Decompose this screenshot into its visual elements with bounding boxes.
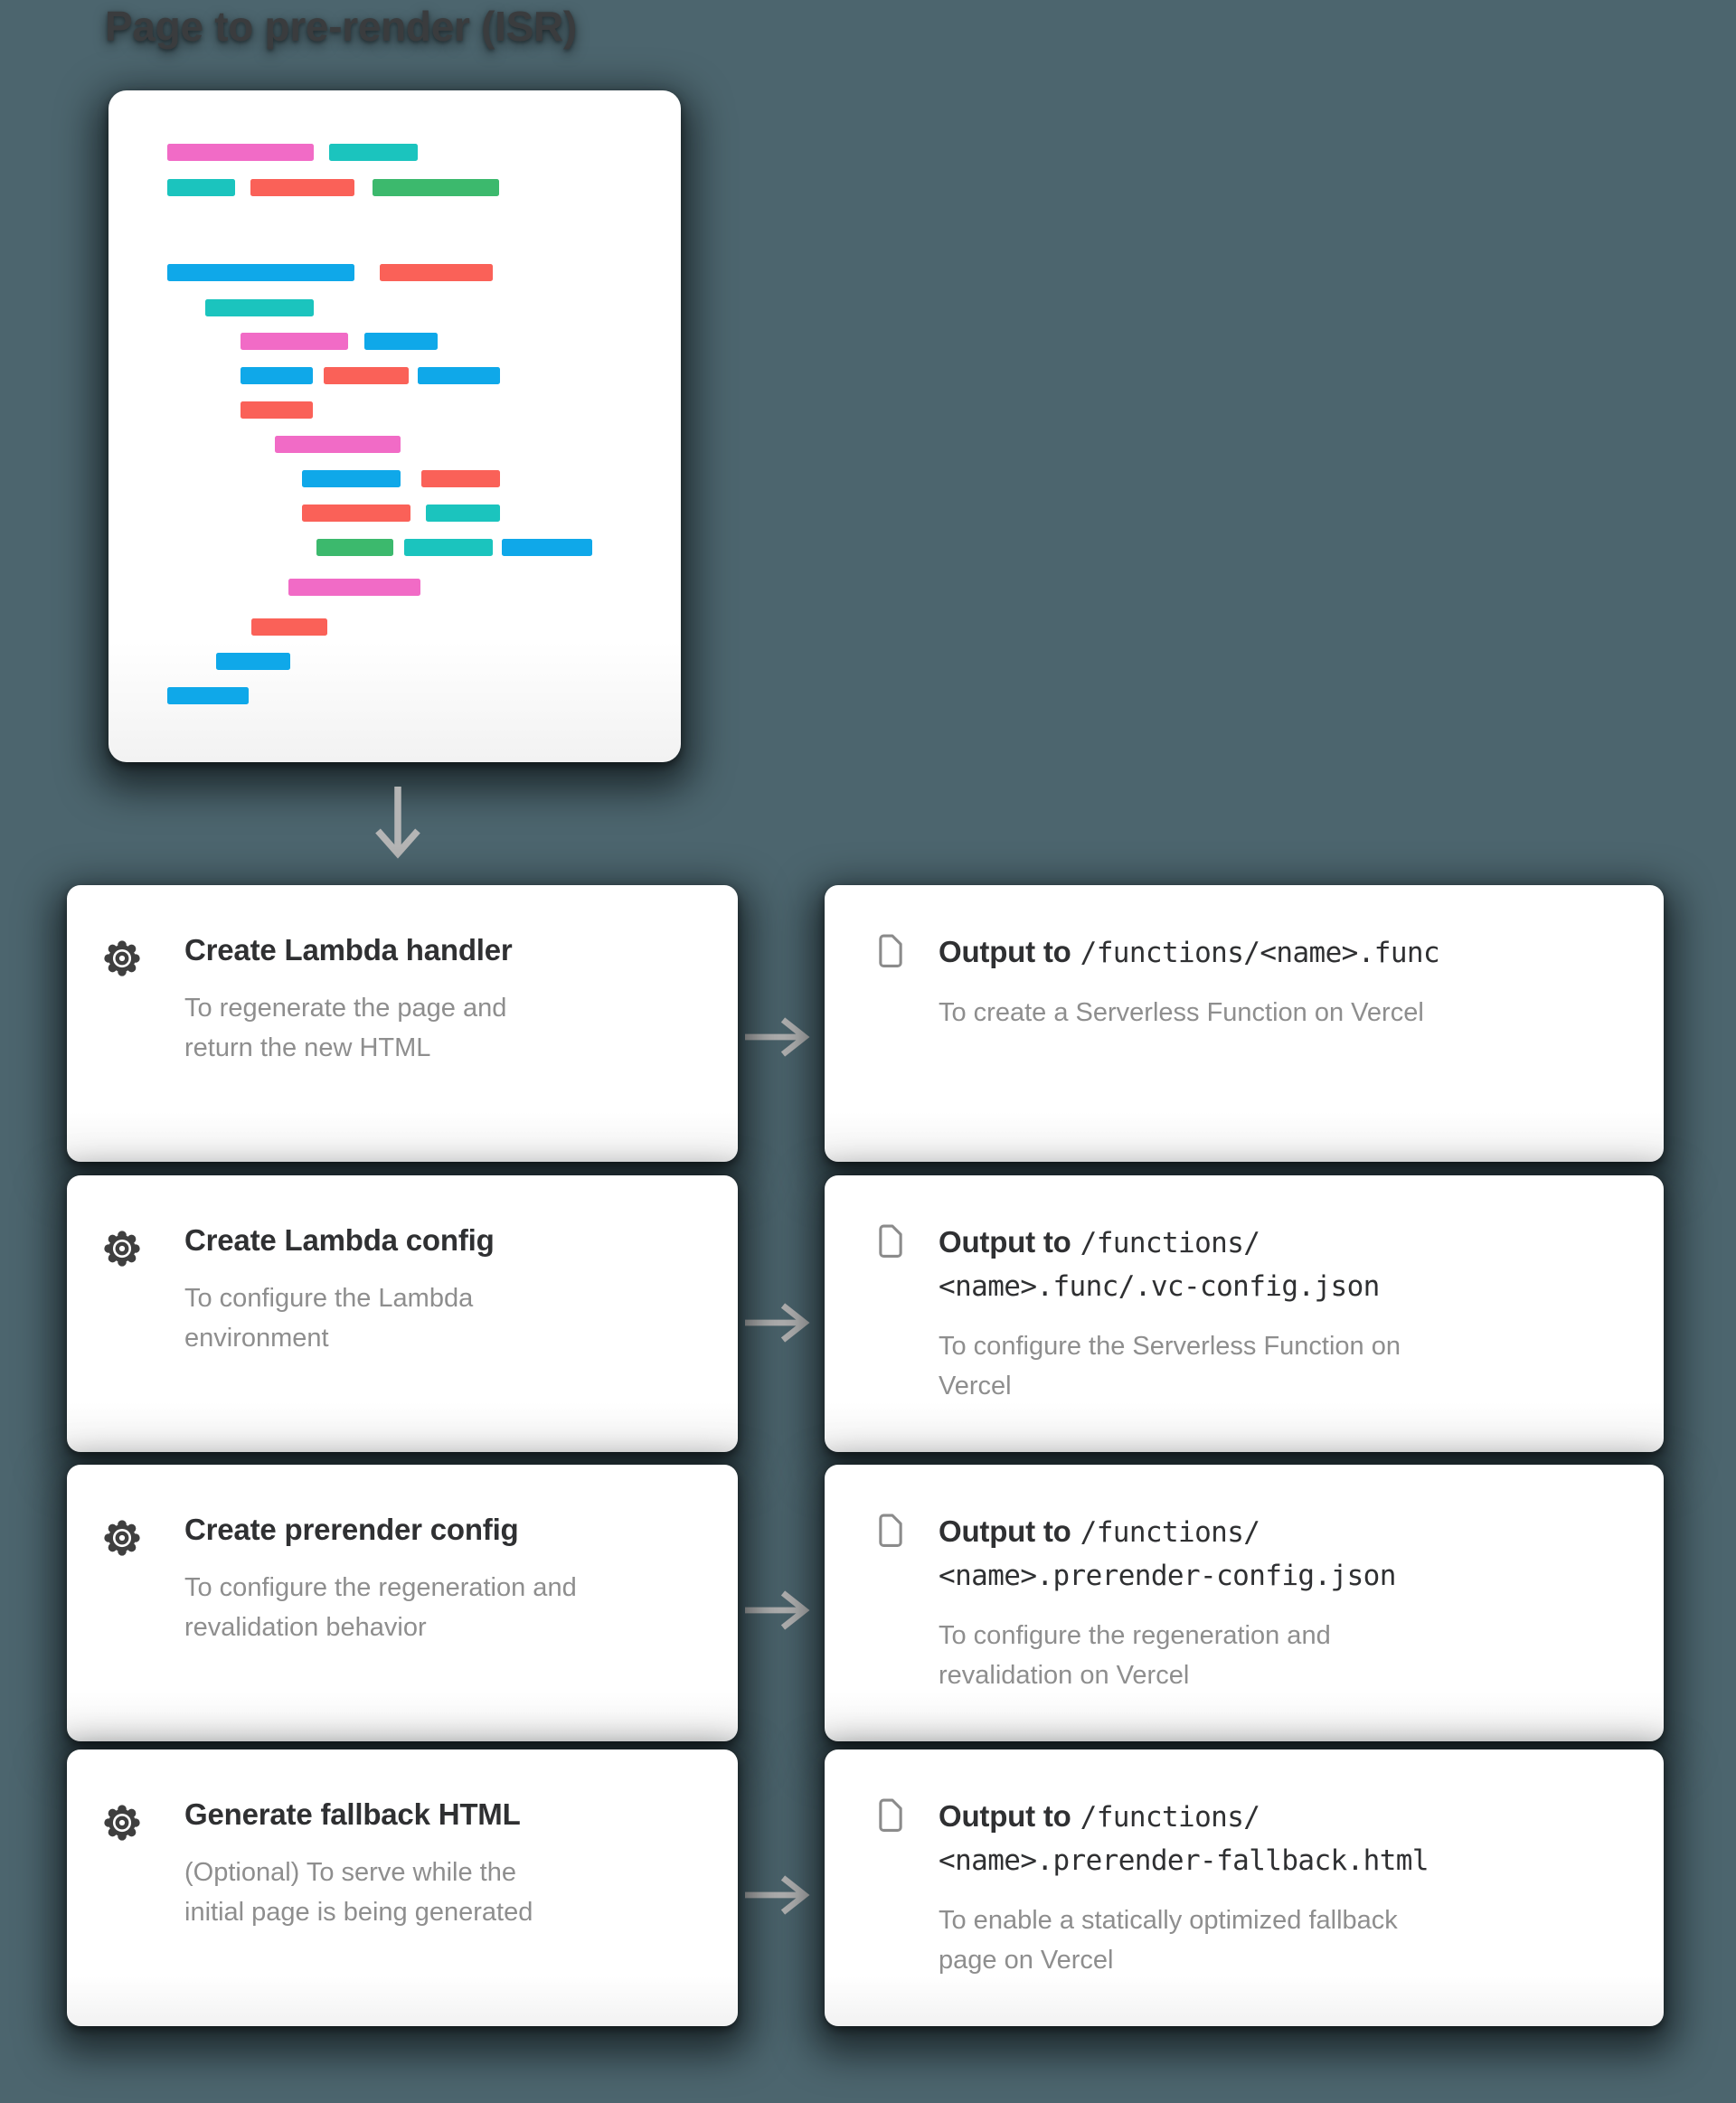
code-line-bar [167,179,235,196]
code-line-bar [380,264,493,281]
step-description: To configure the regeneration and revali… [184,1573,577,1642]
output-description: To configure the Serverless Function on … [939,1332,1401,1400]
code-line-bar [302,470,401,487]
file-icon [877,1798,904,1837]
step-description: To regenerate the page and return the ne… [184,994,507,1062]
output-content: Output to/functions/ <name>.prerender-con… [939,1510,1463,1695]
output-description: To create a Serverless Function on Verce… [939,998,1424,1027]
output-card: Output to/functions/ <name>.func/.vc-conf… [825,1175,1664,1452]
code-page-card [108,90,681,762]
gear-icon [101,1517,143,1563]
output-title: Output to/functions/ <name>.prerender-con… [939,1510,1463,1598]
code-line-bar [316,539,393,556]
code-line-bar [404,539,493,556]
step-title: Create Lambda handler [184,933,513,967]
code-line-bar [275,436,401,453]
step-title: Create Lambda config [184,1223,495,1257]
output-content: Output to/functions/<name>.func To creat… [939,930,1440,1033]
output-path: <name>.prerender-fallback.html [939,1844,1429,1877]
step-description: To configure the Lambda environment [184,1284,474,1353]
code-line-bar [205,299,314,316]
code-line-bar [241,401,313,419]
step-content: Create Lambda config To configure the La… [184,1222,582,1358]
arrow-right-icon [745,1875,810,1915]
code-line-bar [216,653,290,670]
output-path: <name>.prerender-config.json [939,1560,1396,1592]
output-title-prefix: Output to [939,1799,1071,1833]
code-line-bar [324,367,409,384]
output-path: /functions/ [1080,1801,1260,1834]
gear-icon [101,1802,143,1848]
gear-icon [101,1228,143,1274]
file-icon [877,1224,904,1263]
code-line-bar [167,264,354,281]
code-line-bar [241,367,313,384]
page-title: Page to pre-render (ISR) [105,3,577,50]
output-title-prefix: Output to [939,1225,1071,1259]
code-line-bar [426,505,500,522]
output-path: /functions/<name>.func [1080,937,1440,969]
output-path: /functions/ [1080,1227,1260,1259]
output-title: Output to/functions/<name>.func [939,930,1440,975]
output-content: Output to/functions/ <name>.func/.vc-conf… [939,1221,1463,1406]
code-line-bar [421,470,500,487]
code-line-bar [250,179,354,196]
output-title: Output to/functions/ <name>.prerender-fal… [939,1795,1463,1882]
step-card: Create Lambda config To configure the La… [67,1175,738,1452]
step-card: Generate fallback HTML (Optional) To ser… [67,1749,738,2026]
step-card: Create prerender config To configure the… [67,1465,738,1741]
code-line-bar [364,333,438,350]
output-path: /functions/ [1080,1516,1260,1549]
code-line-bar [302,505,410,522]
output-path: <name>.func/.vc-config.json [939,1270,1380,1303]
code-line-bar [373,179,499,196]
arrow-right-icon [745,1017,810,1057]
code-line-bar [502,539,592,556]
output-title-prefix: Output to [939,935,1071,968]
gear-icon [101,938,143,984]
step-title: Generate fallback HTML [184,1797,521,1831]
output-description: To configure the regeneration and revali… [939,1621,1331,1690]
output-title: Output to/functions/ <name>.func/.vc-conf… [939,1221,1463,1308]
file-icon [877,934,904,973]
output-card: Output to/functions/<name>.func To creat… [825,885,1664,1162]
code-line-bar [329,144,418,161]
step-content: Create Lambda handler To regenerate the … [184,932,582,1068]
code-line-bar [167,144,314,161]
step-description: (Optional) To serve while the initial pa… [184,1858,533,1927]
step-content: Create prerender config To configure the… [184,1512,582,1647]
code-line-bar [167,687,249,704]
arrow-right-icon [745,1303,810,1343]
code-line-bar [288,579,420,596]
output-card: Output to/functions/ <name>.prerender-con… [825,1465,1664,1741]
output-description: To enable a statically optimized fallbac… [939,1906,1398,1975]
code-line-bar [251,618,327,636]
output-title-prefix: Output to [939,1514,1071,1548]
step-content: Generate fallback HTML (Optional) To ser… [184,1797,582,1932]
arrow-down-icon [375,787,420,859]
step-card: Create Lambda handler To regenerate the … [67,885,738,1162]
step-title: Create prerender config [184,1513,519,1546]
file-icon [877,1514,904,1552]
output-card: Output to/functions/ <name>.prerender-fal… [825,1749,1664,2026]
code-line-bar [241,333,348,350]
arrow-right-icon [745,1590,810,1630]
output-content: Output to/functions/ <name>.prerender-fal… [939,1795,1463,1980]
code-line-bar [418,367,500,384]
